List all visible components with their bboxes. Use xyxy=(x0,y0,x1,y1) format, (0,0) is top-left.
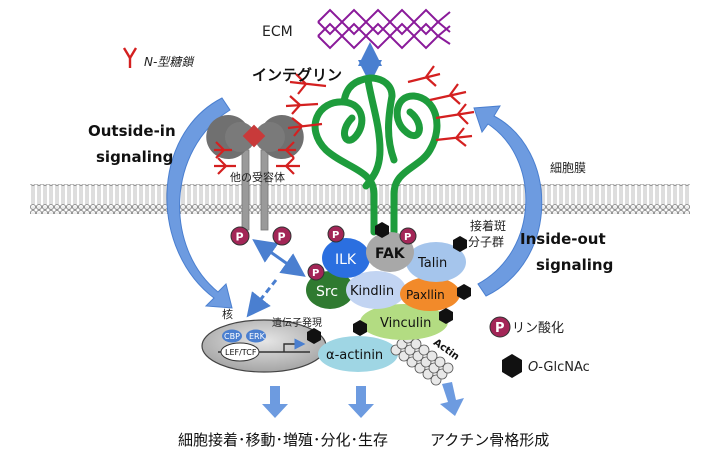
receptor-phospho-right xyxy=(272,226,292,246)
nucleus-label: 核 xyxy=(222,307,233,321)
o-glcnac-legend-label: O-GlcNAc xyxy=(528,360,590,375)
protein-ilk xyxy=(322,238,370,278)
adhesion-phospho-1-letter: P xyxy=(332,230,339,241)
phospho-legend-label: リン酸化 xyxy=(512,321,564,336)
adhesion-phospho-3-letter: P xyxy=(312,268,319,279)
protein-alpha-actinin xyxy=(318,336,398,372)
adhesion-phospho-2-letter: P xyxy=(404,232,411,243)
protein-src xyxy=(306,271,354,309)
ilk-label: ILK xyxy=(335,252,357,268)
vinculin-label: Vinculin xyxy=(380,316,431,331)
kindlin-label: Kindlin xyxy=(350,284,394,299)
paxillin-label: Paxllin xyxy=(406,288,445,302)
src-label: Src xyxy=(316,284,338,300)
outside-in-label-line1: Outside-in xyxy=(88,122,176,140)
protein-talin xyxy=(406,242,466,282)
talin-label: Talin xyxy=(417,256,447,271)
integrin xyxy=(311,74,441,236)
receptor-phospho-right-letter: P xyxy=(278,231,286,244)
cbp-label: CBP xyxy=(224,332,240,341)
n-glycan-legend-icon xyxy=(122,47,138,68)
phospho-legend-icon xyxy=(489,316,511,338)
ecm-label: ECM xyxy=(262,24,293,40)
alpha-actinin-label: α-actinin xyxy=(326,348,383,363)
protein-kindlin xyxy=(346,271,406,309)
outside-in-label-line2: signaling xyxy=(96,148,173,166)
other-receptor-label: 他の受容体 xyxy=(230,170,285,184)
outcome-arrows xyxy=(262,382,464,418)
integrin-label: インテグリン xyxy=(252,66,342,84)
integrin-glycans xyxy=(285,65,475,147)
protein-vinculin xyxy=(360,304,448,340)
receptor-phospho-left xyxy=(230,226,250,246)
protein-paxillin xyxy=(400,277,460,311)
lef-tcf-label: LEF/TCF xyxy=(225,348,257,357)
o-glcnac-marks xyxy=(307,222,471,344)
o-glcnac-legend-icon xyxy=(502,354,522,378)
phospho-legend-letter: P xyxy=(495,321,505,336)
inside-out-label-line1: Inside-out xyxy=(520,230,606,248)
n-glycan-label: N-型糖鎖 xyxy=(144,55,195,69)
other-receptor xyxy=(206,115,304,231)
focal-adhesion-label-line2: 分子群 xyxy=(468,235,504,249)
outside-in-arrow xyxy=(166,97,233,309)
receptor-phospho-left-letter: P xyxy=(236,231,244,244)
adhesion-to-nucleus-arrow xyxy=(246,279,278,318)
fak-label: FAK xyxy=(375,246,406,262)
actin-filament xyxy=(390,332,454,386)
inside-out-label-line2: signaling xyxy=(536,256,613,274)
inside-out-arrow xyxy=(473,105,543,297)
cell-membrane xyxy=(30,184,690,214)
phospho-marks-adhesion xyxy=(307,225,417,281)
nucleus xyxy=(201,319,327,373)
focal-adhesion-label-line1: 接着斑 xyxy=(470,218,506,233)
receptor-to-adhesion-arrow xyxy=(252,239,306,277)
cell-membrane-label: 細胞膜 xyxy=(550,161,586,175)
outcome-actin-label: アクチン骨格形成 xyxy=(430,431,549,449)
outcome-cellular-label: 細胞接着･移動･増殖･分化･生存 xyxy=(178,431,388,449)
receptor-glycans xyxy=(214,141,300,175)
ecm-fibers xyxy=(317,8,451,50)
erk-label: ERK xyxy=(249,332,266,341)
gene-expression-label: 遺伝子発現 xyxy=(272,316,322,329)
